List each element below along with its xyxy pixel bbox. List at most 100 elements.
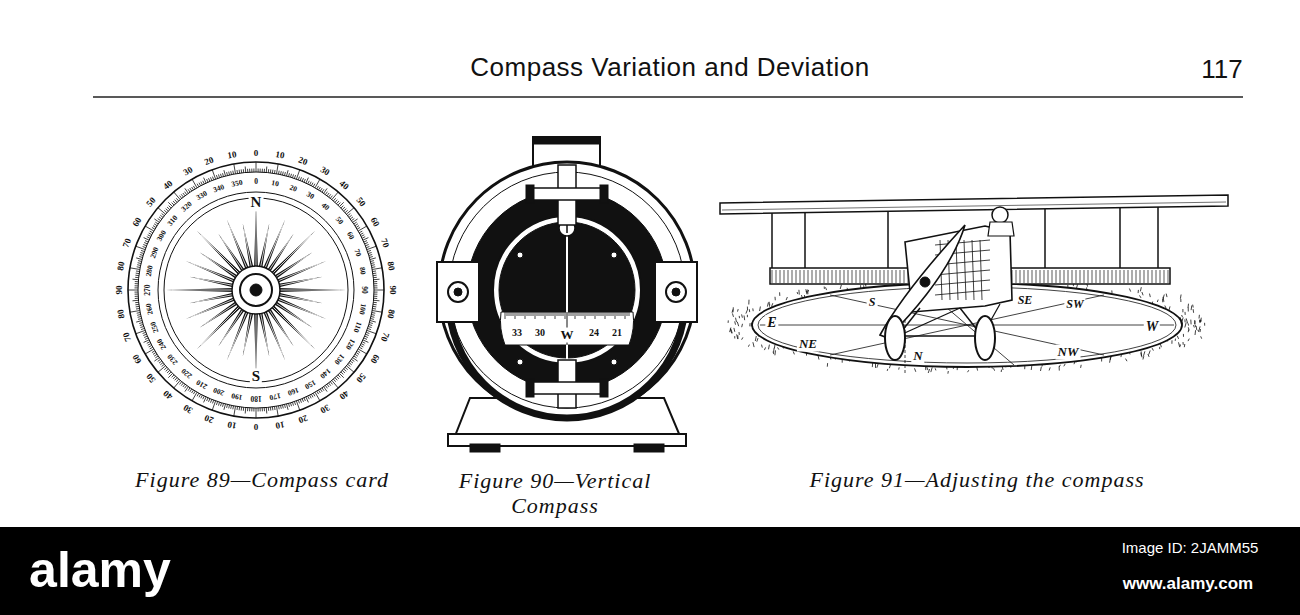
rose-point: SE bbox=[1016, 294, 1035, 308]
card-degree: 290 bbox=[149, 246, 161, 260]
page-heading: Compass Variation and Deviation bbox=[470, 53, 869, 83]
card-degree: 100 bbox=[357, 302, 367, 315]
quadrant-degree: 40 bbox=[161, 178, 175, 192]
vertical-compass bbox=[437, 137, 697, 452]
airplane-on-compass-rose-part bbox=[898, 335, 982, 337]
card-degree: 0 bbox=[254, 178, 258, 187]
airplane-on-compass-rose-part bbox=[898, 308, 960, 336]
rose-point: E bbox=[765, 315, 778, 331]
quadrant-degree: 80 bbox=[115, 261, 127, 272]
airplane-on-compass-rose-part bbox=[722, 202, 1226, 210]
quadrant-degree: 50 bbox=[354, 195, 368, 209]
vertical-compass-part bbox=[530, 188, 604, 200]
compass-card-part bbox=[128, 162, 384, 418]
compass-card-part bbox=[128, 162, 384, 418]
watermark-logo: alamy bbox=[29, 542, 171, 600]
compass-card-part bbox=[250, 284, 262, 296]
quadrant-degree: 70 bbox=[121, 331, 134, 343]
card-degree: 300 bbox=[156, 229, 169, 243]
card-degree: 150 bbox=[303, 377, 317, 390]
card-degree: 210 bbox=[195, 377, 209, 390]
vertical-compass-part bbox=[526, 379, 534, 397]
quadrant-degree: 20 bbox=[203, 155, 215, 168]
rose-point: SW bbox=[1064, 298, 1085, 312]
quadrant-degree: 40 bbox=[161, 388, 175, 402]
card-degree: 240 bbox=[156, 337, 169, 351]
vertical-compass-part bbox=[448, 282, 468, 302]
vertical-compass-part bbox=[566, 232, 568, 372]
quadrant-degree: 70 bbox=[378, 237, 391, 249]
airplane-on-compass-rose-part bbox=[720, 195, 1228, 214]
card-degree: 70 bbox=[352, 248, 363, 258]
vertical-compass-part bbox=[672, 288, 680, 296]
card-degree: 220 bbox=[179, 366, 193, 380]
dial-letter: W bbox=[559, 328, 576, 343]
compass-card-part bbox=[158, 192, 354, 388]
quadrant-degree: 0 bbox=[254, 422, 259, 432]
airplane-on-compass-rose-part bbox=[1119, 203, 1121, 268]
airplane-on-compass-rose-part bbox=[1157, 202, 1159, 268]
compass-card-part bbox=[172, 206, 340, 374]
quadrant-degree: 50 bbox=[144, 371, 158, 385]
card-degree: 330 bbox=[195, 190, 209, 203]
quadrant-degree: 30 bbox=[181, 165, 194, 178]
airplane-on-compass-rose bbox=[720, 195, 1228, 375]
card-degree: 30 bbox=[305, 191, 316, 202]
vertical-compass-part bbox=[526, 185, 534, 203]
card-degree: 80 bbox=[357, 267, 367, 276]
card-degree: 230 bbox=[166, 352, 180, 366]
quadrant-degree: 80 bbox=[385, 308, 397, 319]
card-degree: 50 bbox=[333, 215, 344, 226]
quadrant-degree: 10 bbox=[227, 419, 238, 431]
quadrant-degree: 80 bbox=[385, 261, 397, 272]
quadrant-degree: 10 bbox=[274, 149, 285, 161]
vertical-compass-part bbox=[533, 137, 600, 144]
quadrant-degree: 70 bbox=[378, 331, 391, 343]
watermark-id: Image ID: 2JAMM55 bbox=[1122, 539, 1259, 556]
rose-point: S bbox=[867, 296, 878, 310]
card-degree: 60 bbox=[344, 231, 355, 242]
quadrant-degree: 40 bbox=[337, 178, 351, 192]
vertical-compass-part bbox=[666, 282, 686, 302]
quadrant-degree: 30 bbox=[181, 402, 194, 415]
compass-card-part bbox=[166, 200, 346, 380]
figure-caption: Figure 91—Adjusting the compass bbox=[809, 467, 1144, 492]
compass-card-part bbox=[164, 198, 348, 382]
card-degree: 180 bbox=[250, 394, 261, 403]
compass-card-part bbox=[138, 172, 374, 408]
vertical-compass-part bbox=[454, 288, 462, 296]
compass-card-part bbox=[232, 266, 280, 314]
rose-point: NE bbox=[797, 337, 819, 352]
card-degree: 310 bbox=[166, 213, 180, 227]
vertical-compass-part bbox=[611, 252, 617, 258]
airplane-on-compass-rose-part bbox=[988, 222, 1014, 236]
airplane-on-compass-rose-part bbox=[975, 316, 995, 360]
card-degree: 130 bbox=[332, 352, 346, 366]
card-degree: 280 bbox=[144, 265, 154, 278]
card-degree: 120 bbox=[343, 337, 356, 351]
vertical-compass-part bbox=[611, 359, 617, 365]
card-degree: 170 bbox=[268, 391, 281, 401]
quadrant-degree: 80 bbox=[115, 308, 127, 319]
card-degree: 250 bbox=[149, 320, 161, 334]
figure-caption: Figure 90—Vertical Compass bbox=[425, 468, 685, 519]
quadrant-degree: 40 bbox=[337, 388, 351, 402]
quadrant-degree: 0 bbox=[254, 148, 259, 158]
vertical-compass-part bbox=[437, 262, 479, 322]
compass-card bbox=[128, 162, 384, 418]
quadrant-degree: 30 bbox=[318, 165, 331, 178]
quadrant-degree: 20 bbox=[297, 155, 309, 168]
rose-point: W bbox=[1144, 319, 1160, 335]
vertical-compass-part bbox=[470, 444, 500, 452]
figure-caption: Figure 89—Compass card bbox=[135, 467, 389, 492]
vertical-compass-part bbox=[530, 382, 604, 394]
card-degree: 160 bbox=[286, 386, 300, 398]
dial-number: 33 bbox=[512, 327, 522, 339]
airplane-on-compass-rose-part bbox=[920, 277, 930, 287]
card-degree: 140 bbox=[318, 366, 332, 380]
card-degree: 350 bbox=[231, 178, 244, 188]
airplane-on-compass-rose-part bbox=[885, 316, 905, 360]
header-rule bbox=[93, 96, 1243, 98]
airplane-on-compass-rose-part bbox=[1044, 205, 1046, 268]
